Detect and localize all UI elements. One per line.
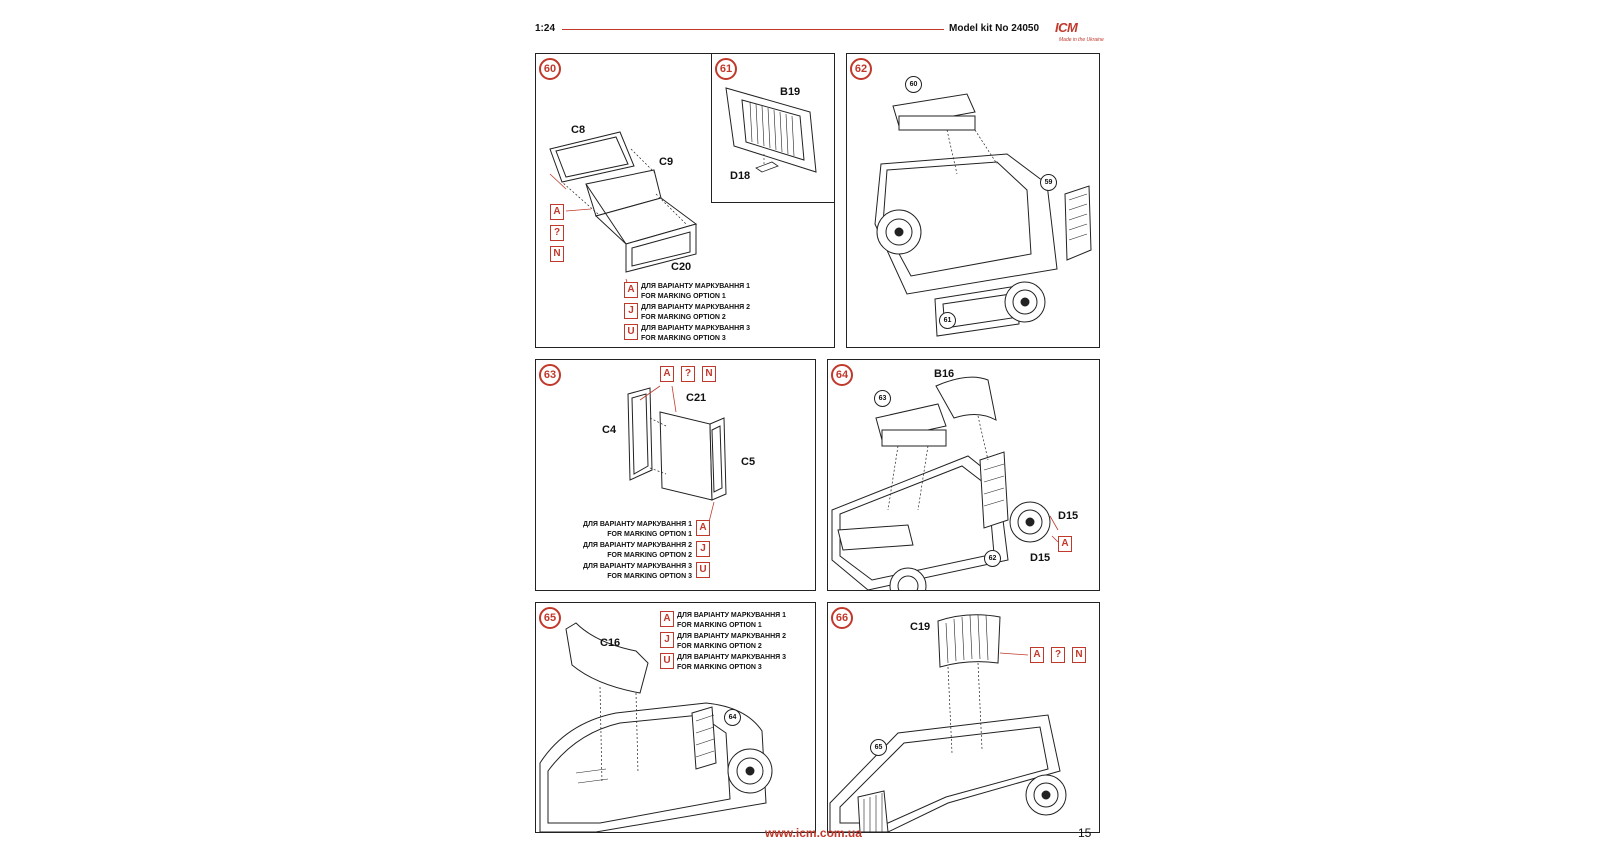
legend-en: FOR MARKING OPTION 2 (677, 643, 762, 650)
part-label: C21 (686, 392, 707, 404)
legend-ua: ДЛЯ ВАРІАНТУ МАРКУВАННЯ 1 (582, 521, 692, 528)
reference-step: 59 (1040, 174, 1057, 191)
legend-en: FOR MARKING OPTION 2 (607, 552, 692, 559)
legend-text: ДЛЯ ВАРІАНТУ МАРКУВАННЯ 1 FOR MARKING OPT… (641, 282, 750, 302)
step-number: 64 (831, 364, 853, 386)
legend-en: FOR MARKING OPTION 1 (607, 531, 692, 538)
legend-ua: ДЛЯ ВАРІАНТУ МАРКУВАННЯ 1 (677, 612, 787, 619)
reference-step: 60 (905, 76, 922, 93)
reference-step: 63 (874, 390, 891, 407)
step-number: 61 (715, 58, 737, 80)
logo-brand: ICM (1055, 20, 1078, 35)
legend-text: ДЛЯ ВАРІАНТУ МАРКУВАННЯ 1 FOR MARKING OPT… (566, 520, 692, 540)
step-66-panel: 66 C19 A ? N 65 (827, 602, 1100, 833)
reference-step: 64 (724, 709, 741, 726)
part-label: C16 (600, 637, 621, 649)
legend-text: ДЛЯ ВАРІАНТУ МАРКУВАННЯ 3 FOR MARKING OPT… (677, 653, 786, 673)
legend-text: ДЛЯ ВАРІАНТУ МАРКУВАННЯ 2 FOR MARKING OPT… (677, 632, 786, 652)
legend-en: FOR MARKING OPTION 2 (641, 314, 726, 321)
header-rule (562, 29, 944, 30)
step-61-drawing (725, 87, 817, 173)
step-65-drawing (539, 622, 773, 832)
part-label: D18 (730, 170, 751, 182)
legend-en: FOR MARKING OPTION 3 (677, 664, 762, 671)
legend-ua: ДЛЯ ВАРІАНТУ МАРКУВАННЯ 1 (641, 283, 751, 290)
step-number: 60 (539, 58, 561, 80)
marking-box: ? (550, 225, 564, 241)
legend-box: J (696, 541, 710, 557)
marking-box: N (550, 246, 564, 262)
part-label: C19 (910, 621, 931, 633)
page-number: 15 (1078, 826, 1092, 840)
part-label: C20 (671, 261, 692, 273)
part-label: B16 (934, 368, 955, 380)
legend-box: A (624, 282, 638, 298)
marking-box: A (660, 366, 674, 382)
marking-box: ? (681, 366, 695, 382)
step-61-panel: 61 B19 D18 (711, 53, 835, 203)
part-label: D15 (1030, 552, 1051, 564)
part-label: C5 (741, 456, 756, 468)
step-64-panel: 64 B16 63 D15 A 62 D15 (827, 359, 1100, 591)
kit-number: Model kit No 24050 (949, 23, 1040, 34)
part-label: C4 (602, 424, 617, 436)
scale-label: 1:24 (535, 23, 556, 34)
part-label: C8 (571, 124, 586, 136)
legend-box: U (696, 562, 710, 578)
legend-ua: ДЛЯ ВАРІАНТУ МАРКУВАННЯ 3 (641, 325, 751, 332)
legend-ua: ДЛЯ ВАРІАНТУ МАРКУВАННЯ 3 (582, 563, 692, 570)
step-62-panel: 62 60 59 61 (846, 53, 1100, 348)
legend-box: A (696, 520, 710, 536)
step-number: 63 (539, 364, 561, 386)
logo-tagline: Made in the Ukraine (1059, 37, 1104, 43)
legend-text: ДЛЯ ВАРІАНТУ МАРКУВАННЯ 1 FOR MARKING OPT… (677, 611, 786, 631)
step-65-panel: 65 C16 A ДЛЯ ВАРІАНТУ МАРКУВАННЯ 1 FOR MA… (535, 602, 816, 833)
legend-ua: ДЛЯ ВАРІАНТУ МАРКУВАННЯ 3 (677, 654, 787, 661)
step-60-drawing (549, 131, 698, 297)
reference-step: 65 (870, 739, 887, 756)
part-label: B19 (780, 86, 801, 98)
website-link[interactable]: www.icm.com.ua (765, 826, 862, 840)
step-62-drawing (874, 93, 1092, 337)
step-number: 66 (831, 607, 853, 629)
legend-en: FOR MARKING OPTION 1 (641, 293, 726, 300)
step-64-drawing (831, 376, 1059, 590)
legend-ua: ДЛЯ ВАРІАНТУ МАРКУВАННЯ 2 (677, 633, 787, 640)
part-label: C9 (659, 156, 674, 168)
reference-step: 61 (939, 312, 956, 329)
instruction-page: 1:24 Model kit No 24050 ICM Made in the … (535, 18, 1104, 850)
step-66-drawing (829, 614, 1067, 832)
step-number: 62 (850, 58, 872, 80)
marking-box: N (1072, 647, 1086, 663)
marking-box: A (1058, 536, 1072, 552)
step-63-panel: 63 A ? N C21 C4 C5 ДЛЯ ВАРІАНТУ МАРКУВАН… (535, 359, 816, 591)
legend-en: FOR MARKING OPTION 3 (607, 573, 692, 580)
legend-box: J (660, 632, 674, 648)
legend-ua: ДЛЯ ВАРІАНТУ МАРКУВАННЯ 2 (641, 304, 751, 311)
marking-box: N (702, 366, 716, 382)
legend-box: A (660, 611, 674, 627)
marking-box: A (550, 204, 564, 220)
legend-text: ДЛЯ ВАРІАНТУ МАРКУВАННЯ 3 FOR MARKING OPT… (641, 324, 750, 344)
legend-box: U (624, 324, 638, 340)
legend-en: FOR MARKING OPTION 1 (677, 622, 762, 629)
reference-step: 62 (984, 550, 1001, 567)
legend-ua: ДЛЯ ВАРІАНТУ МАРКУВАННЯ 2 (582, 542, 692, 549)
legend-en: FOR MARKING OPTION 3 (641, 335, 726, 342)
part-label: D15 (1058, 510, 1079, 522)
marking-box: ? (1051, 647, 1065, 663)
legend-box: J (624, 303, 638, 319)
legend-text: ДЛЯ ВАРІАНТУ МАРКУВАННЯ 2 FOR MARKING OPT… (641, 303, 750, 323)
icm-logo: ICM Made in the Ukraine (1047, 18, 1104, 46)
step-63-drawing (627, 385, 727, 527)
legend-box: U (660, 653, 674, 669)
legend-text: ДЛЯ ВАРІАНТУ МАРКУВАННЯ 2 FOR MARKING OPT… (566, 541, 692, 561)
legend-text: ДЛЯ ВАРІАНТУ МАРКУВАННЯ 3 FOR MARKING OPT… (566, 562, 692, 582)
marking-box: A (1030, 647, 1044, 663)
step-number: 65 (539, 607, 561, 629)
